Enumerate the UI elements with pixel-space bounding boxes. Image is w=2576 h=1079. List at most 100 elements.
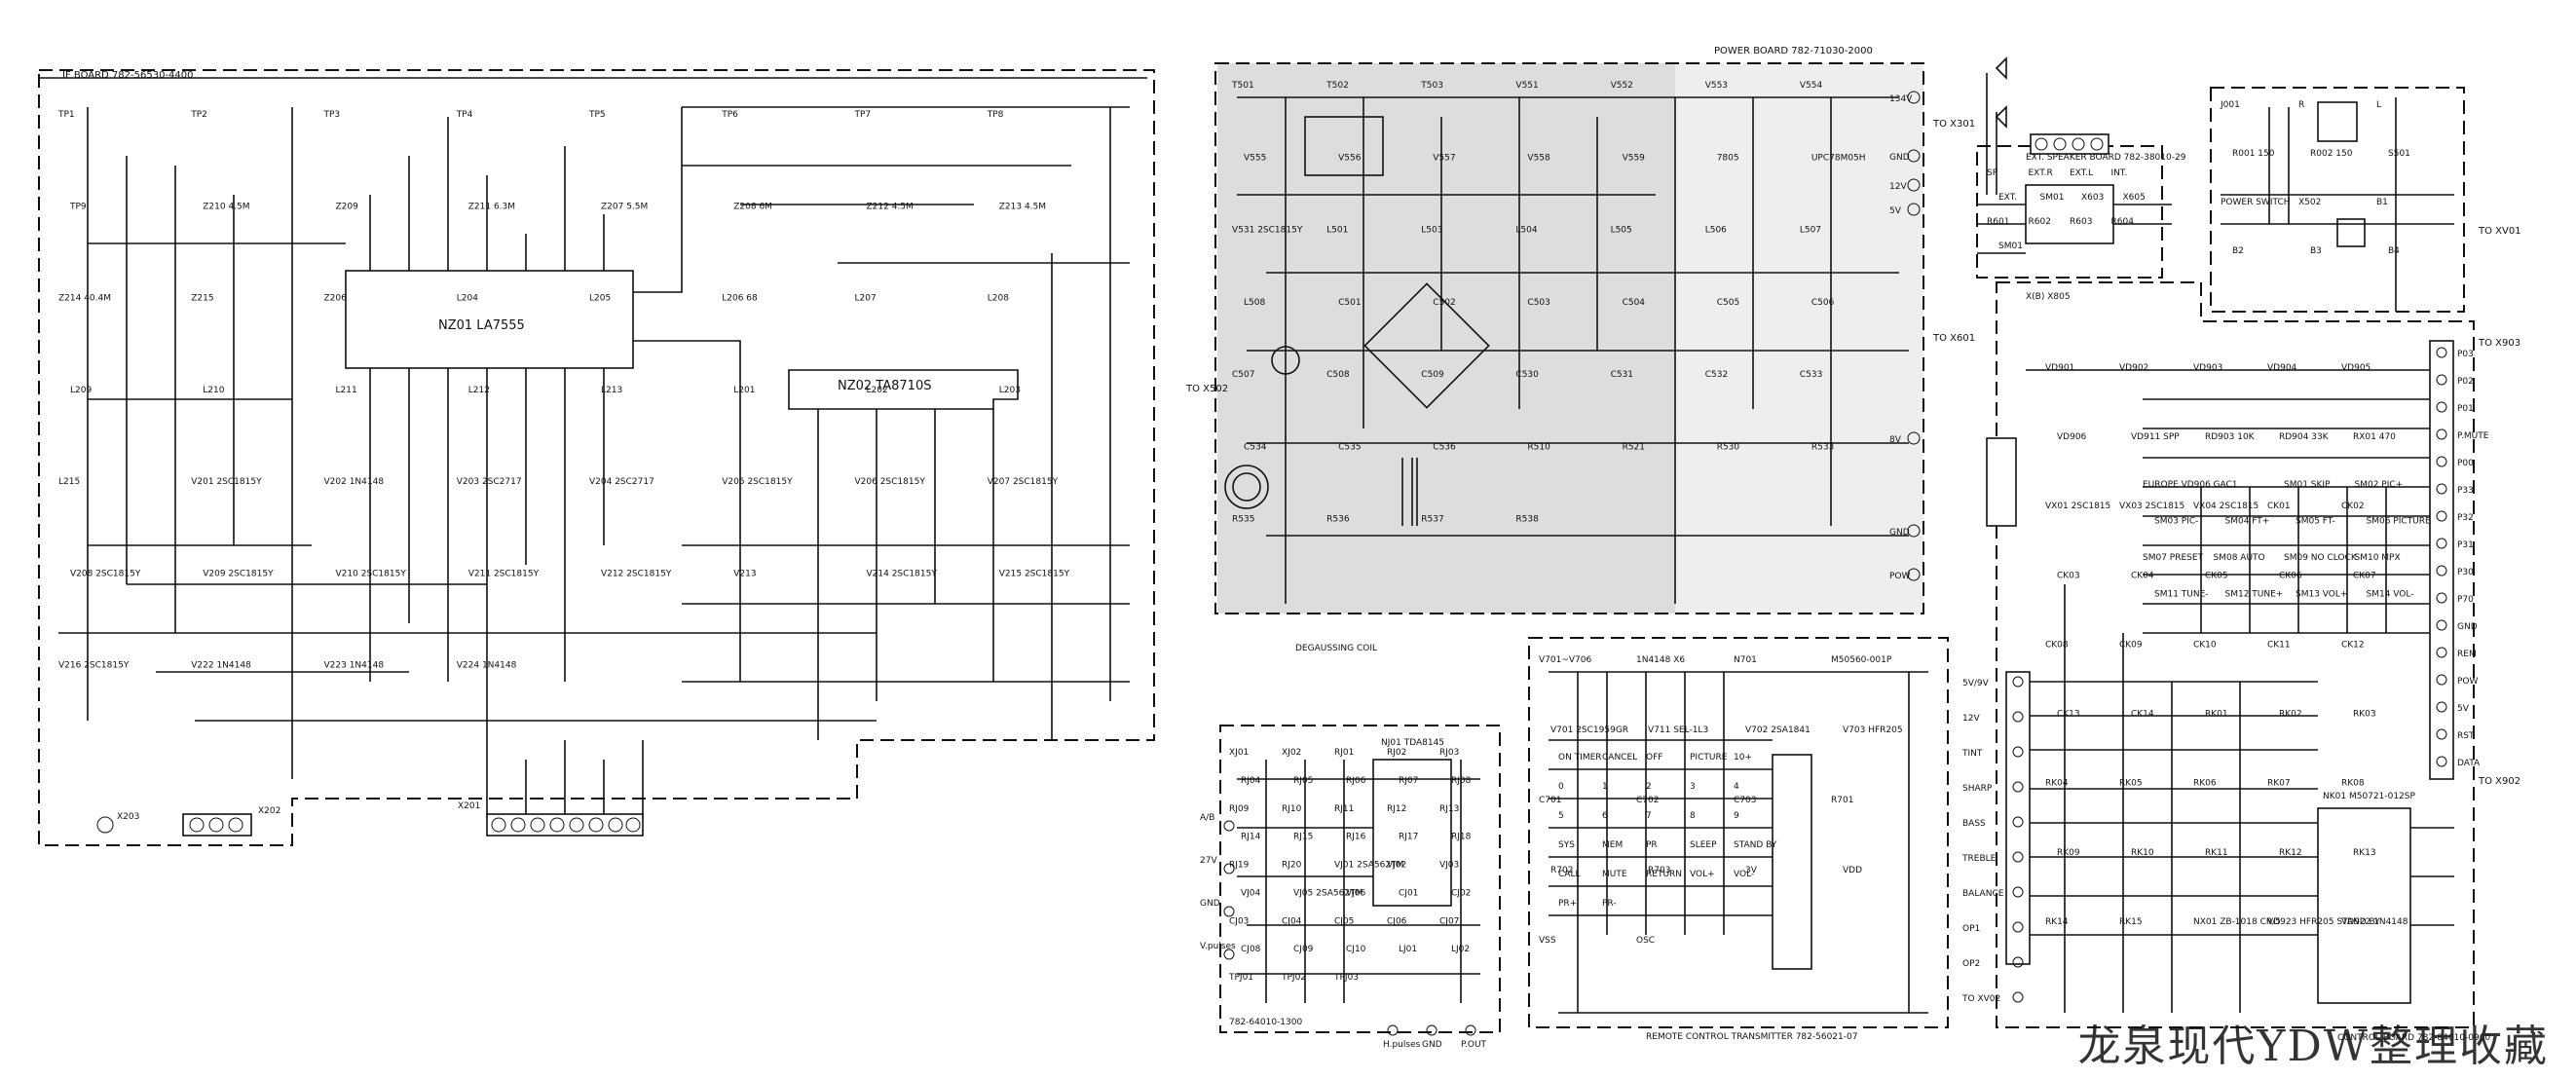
remote-button-label: CANCEL xyxy=(1602,753,1637,763)
power-component-label: L506 xyxy=(1705,226,1727,236)
earphone-label: J001 xyxy=(2220,100,2240,110)
control-component-label: NX01 ZB-1018 CR/5 xyxy=(2193,917,2281,927)
control-component-label: CK02 xyxy=(2341,502,2365,511)
control-component-label: CK14 xyxy=(2131,710,2154,720)
control-board: CONTROL BOARD 782-84010-0900 NK01 M50721… xyxy=(1961,226,2521,1043)
power-component-label: C532 xyxy=(1705,370,1728,380)
remote-component-label: C703 xyxy=(1734,796,1756,805)
watermark-text: 龙泉现代YDW整理收藏 xyxy=(2077,1022,2549,1071)
power-component-label: T501 xyxy=(1231,81,1254,91)
if-component-label: V204 2SC2717 xyxy=(589,477,654,487)
audio-pin-label: A/B xyxy=(1200,813,1214,823)
audio-component-label: RJ16 xyxy=(1346,833,1366,842)
remote-button-label: PICTURE xyxy=(1690,753,1728,763)
if-component-label: V201 2SC1815Y xyxy=(191,477,262,487)
if-component-label: L202 xyxy=(867,386,888,395)
audio-component-label: RJ09 xyxy=(1229,804,1250,814)
control-to-xv01: TO XV01 xyxy=(2478,226,2521,237)
power-component-label: C531 xyxy=(1611,370,1633,380)
control-left-pin-label: 5V/9V xyxy=(1962,679,1990,688)
remote-button-label: 8 xyxy=(1690,811,1696,821)
control-component-label: VD922 1N4148 xyxy=(2341,917,2408,927)
remote-button-label: OFF xyxy=(1646,753,1662,763)
audio-component-label: CJ09 xyxy=(1293,945,1314,954)
remote-button-label: VOL+ xyxy=(1690,870,1715,879)
remote-component-label: OSC xyxy=(1636,936,1655,946)
audio-component-label: CJ04 xyxy=(1282,916,1302,926)
control-right-pin xyxy=(2436,701,2447,713)
control-right-pin-label: POW xyxy=(2457,677,2479,687)
control-component-label: CK09 xyxy=(2119,640,2143,650)
control-board-title: CONTROL BOARD 782-84010-0900 xyxy=(2337,1033,2490,1043)
power-component-label: L508 xyxy=(1244,298,1265,308)
remote-button-label: 1 xyxy=(1602,782,1608,792)
control-right-pin-label: RST xyxy=(2457,731,2475,741)
control-key-label: SM06 PICTURE xyxy=(2367,517,2431,527)
remote-button-label: 9 xyxy=(1734,811,1739,821)
remote-button-label: PR+ xyxy=(1558,899,1577,909)
power-component-label: R538 xyxy=(1515,515,1539,525)
ext-speaker-label: EXT.L xyxy=(2070,168,2093,178)
if-component-label: V216 2SC1815Y xyxy=(58,661,130,671)
remote-button-label: PR xyxy=(1646,840,1658,850)
power-component-label: C505 xyxy=(1717,298,1739,308)
control-key-label: SM02 PIC+ xyxy=(2355,480,2404,490)
if-component-label: Z215 xyxy=(191,294,213,304)
if-component-label: L201 xyxy=(733,386,755,395)
audio-component-label: RJ14 xyxy=(1241,833,1261,842)
power-to-x301: TO X301 xyxy=(1932,119,1975,130)
control-component-label: RK03 xyxy=(2353,710,2376,720)
ext-speaker-title: EXT. SPEAKER BOARD 782-38010-29 xyxy=(2026,153,2186,163)
remote-title: REMOTE CONTROL TRANSMITTER 782-56021-07 xyxy=(1646,1032,1857,1042)
remote-component-label: 3V xyxy=(1745,866,1758,875)
earphone-label: B2 xyxy=(2232,246,2244,256)
audio-component-label: VJ03 xyxy=(1439,861,1459,871)
if-component-label: L205 xyxy=(589,294,611,304)
remote-button-label: 7 xyxy=(1646,811,1652,821)
remote-component-label: M50560-001P xyxy=(1831,655,1892,665)
if-component-label: TP2 xyxy=(190,110,207,120)
power-component-label: UPC78M05H xyxy=(1811,153,1866,163)
power-component-label: V559 xyxy=(1623,153,1646,163)
power-pin xyxy=(1907,149,1921,163)
control-left-pin xyxy=(2012,781,2024,793)
remote-component-label: C702 xyxy=(1636,796,1659,805)
audio-component-label: CJ01 xyxy=(1399,888,1418,898)
audio-component-label: VJ06 xyxy=(1346,888,1366,898)
remote-button-label: STAND BY xyxy=(1734,840,1777,850)
power-pin xyxy=(1907,431,1921,445)
audio-component-label: CJ05 xyxy=(1334,916,1354,926)
audio-component-label: XJ01 xyxy=(1229,748,1249,758)
remote-button-label: 3 xyxy=(1690,782,1696,792)
control-x805: X(B) X805 xyxy=(2026,292,2071,302)
control-left-pin xyxy=(2012,886,2024,898)
control-right-pin-label: DATA xyxy=(2457,759,2481,768)
power-pin xyxy=(1907,568,1921,581)
if-component-label: V223 1N4148 xyxy=(324,661,385,671)
degaussing-coil-label: DEGAUSSING COIL xyxy=(1295,644,1377,653)
control-right-pin xyxy=(2436,483,2447,495)
audio-component-label: XJ02 xyxy=(1282,748,1301,758)
power-pin xyxy=(1907,91,1921,104)
control-component-label: CK13 xyxy=(2057,710,2080,720)
control-right-pin-label: GND xyxy=(2457,622,2478,632)
power-component-label: C509 xyxy=(1421,370,1444,380)
control-component-label: RK04 xyxy=(2045,779,2069,789)
ic-nj01-label: NJ01 TDA8145 xyxy=(1381,738,1444,748)
control-component-label: RK12 xyxy=(2279,848,2302,858)
audio-component-label: RJ15 xyxy=(1293,833,1313,842)
earphone-label: B1 xyxy=(2376,198,2388,207)
if-component-label: V205 2SC1815Y xyxy=(722,477,793,487)
control-to-x902: TO X902 xyxy=(2478,776,2520,787)
audio-component-label: RJ12 xyxy=(1387,804,1406,814)
power-to-x601: TO X601 xyxy=(1932,333,1975,344)
remote-button-label: 2 xyxy=(1646,782,1652,792)
power-component-label: V551 xyxy=(1515,81,1538,91)
remote-button-label: SLEEP xyxy=(1690,840,1717,850)
audio-component-label: RJ04 xyxy=(1241,776,1261,786)
if-component-label: TP8 xyxy=(987,110,1004,120)
control-component-label: CK04 xyxy=(2131,571,2154,580)
control-ir-receiver xyxy=(1986,437,2017,527)
